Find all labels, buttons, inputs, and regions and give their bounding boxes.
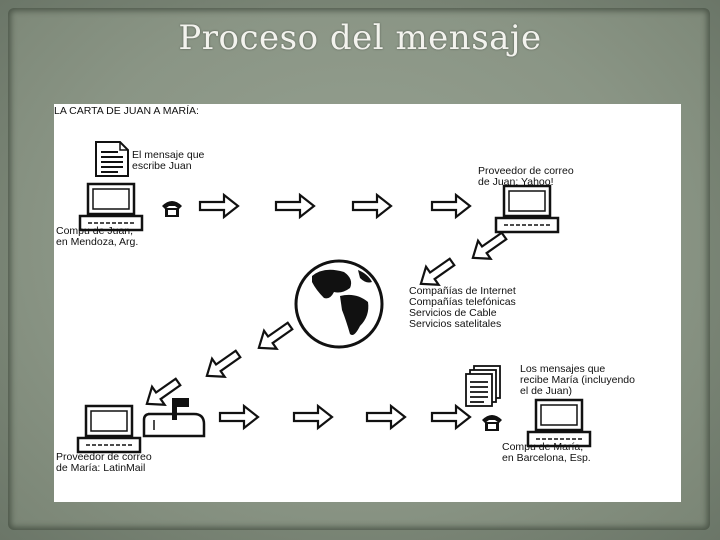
diagram-heading: LA CARTA DE JUAN A MARÍA: [54, 105, 199, 117]
arrow-right-icon [430, 193, 472, 219]
mailbox-icon [142, 398, 206, 438]
document-icon [95, 141, 129, 177]
juan-provider-label: Proveedor de correo de Juan: Yahoo! [478, 165, 574, 188]
phone-icon [482, 415, 502, 431]
arrow-diagonal-icon [199, 343, 246, 386]
diagram-graphics [76, 141, 592, 454]
arrow-right-icon [365, 404, 407, 430]
juan-computer-label: Compu de Juan, en Mendoza, Arg. [56, 225, 139, 248]
documents-stack-icon [465, 365, 501, 407]
computer-icon [526, 398, 592, 448]
maria-provider-label: Proveedor de correo de María: LatinMail [56, 451, 152, 474]
phone-icon [162, 201, 182, 217]
maria-computer-label: Compu de María, en Barcelona, Esp. [502, 441, 591, 464]
maria-messages-label: Los mensajes que recibe María (incluyend… [520, 363, 635, 397]
network-label: Compañías de Internet Compañías telefóni… [409, 285, 516, 330]
computer-icon [78, 182, 144, 232]
computer-icon [494, 184, 560, 234]
arrow-right-icon [198, 193, 240, 219]
diagram-panel: LA CARTA DE JUAN A MARÍA: El mensaje que… [54, 104, 681, 502]
arrow-right-icon [430, 404, 472, 430]
computer-icon [76, 404, 142, 454]
arrow-right-icon [351, 193, 393, 219]
arrow-right-icon [292, 404, 334, 430]
arrow-right-icon [274, 193, 316, 219]
arrow-diagonal-icon [251, 315, 298, 358]
arrow-right-icon [218, 404, 260, 430]
slide-title: Proceso del mensaje [178, 18, 542, 58]
globe-icon [294, 259, 384, 349]
message-label: El mensaje que escribe Juan [132, 149, 205, 172]
